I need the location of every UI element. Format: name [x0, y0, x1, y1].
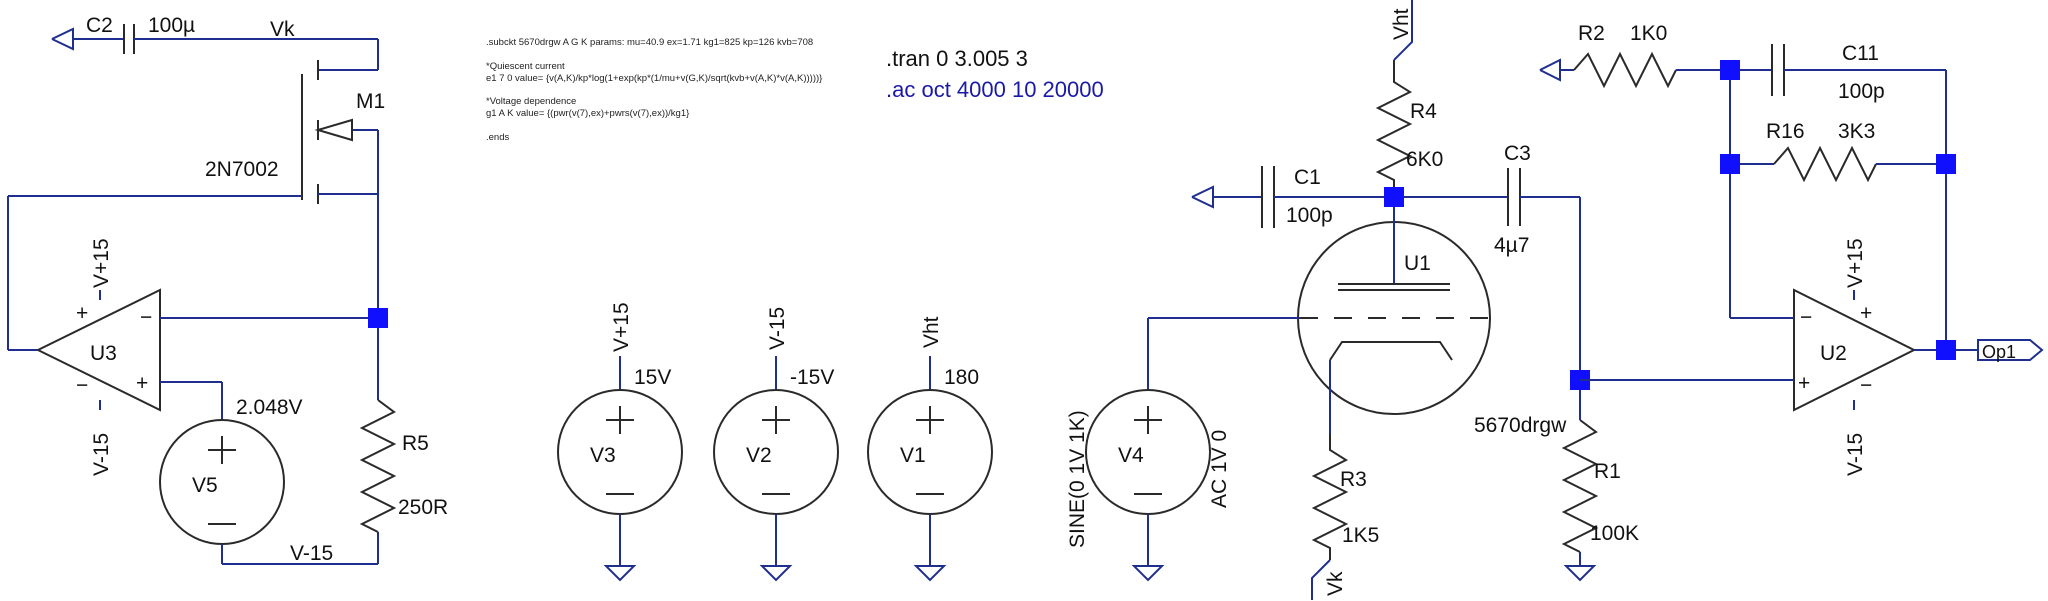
v2-source[interactable] — [713, 356, 839, 582]
v4-sine: SINE(0 1V 1K) — [1066, 410, 1089, 548]
v4-source[interactable] — [1085, 389, 1211, 582]
svg-text:+: + — [136, 372, 148, 395]
svg-text:−: − — [1800, 306, 1812, 329]
m1-label: M1 — [356, 90, 385, 113]
v4-label: V4 — [1118, 444, 1144, 467]
c2-value: 100µ — [148, 14, 195, 37]
svg-text:−: − — [76, 374, 88, 397]
c3-label: C3 — [1504, 142, 1531, 165]
svg-text:+: + — [1860, 302, 1872, 325]
g1-line: g1 A K value= {(pwr(v(7),ex)+pwrs(v(7),e… — [486, 108, 689, 119]
v1-label: V1 — [900, 444, 926, 467]
u1-model: 5670drgw — [1474, 414, 1567, 437]
r5-value: 250R — [398, 496, 448, 519]
c11-value: 100p — [1838, 80, 1885, 103]
u3-label: U3 — [90, 342, 117, 365]
subckt-line: .subckt 5670drgw A G K params: mu=40.9 e… — [486, 37, 813, 48]
v3-source[interactable] — [557, 356, 683, 582]
r4-value: 6K0 — [1406, 148, 1443, 171]
u2-vneg: V-15 — [1844, 433, 1867, 476]
v1-source[interactable] — [867, 356, 993, 582]
u1-triode[interactable] — [1147, 197, 1491, 434]
v4-ac: AC 1V 0 — [1208, 430, 1231, 508]
r4-resistor[interactable] — [1375, 0, 1413, 197]
c3-value: 4µ7 — [1494, 234, 1529, 257]
svg-text:−: − — [1860, 374, 1872, 397]
c11-capacitor[interactable] — [1730, 44, 1947, 164]
junction-plate — [1384, 187, 1404, 207]
junction-fb-mid — [1720, 154, 1740, 174]
u2-vpos: V+15 — [1844, 238, 1867, 288]
r1-value: 100K — [1590, 522, 1639, 545]
junction-r5 — [368, 308, 388, 328]
v5-source[interactable] — [159, 419, 378, 565]
r5-label: R5 — [402, 432, 429, 455]
v2-label: V2 — [746, 444, 772, 467]
v2-value: -15V — [790, 366, 834, 389]
v3-net: V+15 — [610, 302, 633, 352]
r3-label: R3 — [1340, 468, 1367, 491]
v2-net: V-15 — [766, 307, 789, 350]
r16-resistor[interactable] — [1729, 70, 1947, 350]
ac-directive[interactable]: .ac oct 4000 10 20000 — [886, 77, 1104, 102]
c2-capacitor[interactable] — [51, 24, 378, 54]
u3-vneg: V-15 — [90, 433, 113, 476]
v1-value: 180 — [944, 366, 979, 389]
junction-output — [1936, 340, 1956, 360]
c3-capacitor[interactable] — [1394, 168, 1581, 380]
comment-quiescent: *Quiescent current — [486, 61, 565, 72]
c1-capacitor[interactable] — [1191, 166, 1394, 228]
r1-label: R1 — [1594, 460, 1621, 483]
e1-line: e1 7 0 value= {v(A,K)/kp*log(1+exp(kp*(1… — [486, 73, 822, 84]
v-15-net-label: V-15 — [290, 542, 333, 565]
r16-label: R16 — [1766, 120, 1805, 143]
c1-label: C1 — [1294, 166, 1321, 189]
spice-subckt-text: .subckt 5670drgw A G K params: mu=40.9 e… — [486, 37, 822, 143]
u1-label: U1 — [1404, 252, 1431, 275]
junction-fb-top — [1720, 60, 1740, 80]
r4-label: R4 — [1410, 100, 1437, 123]
v5-value: 2.048V — [236, 396, 303, 419]
r3-resistor[interactable] — [1311, 434, 1349, 600]
r5-resistor[interactable] — [359, 318, 397, 564]
op1-label: Op1 — [1982, 342, 2016, 362]
u2-opamp[interactable]: − + + − — [1580, 288, 1978, 412]
r2-resistor[interactable] — [1539, 51, 1730, 89]
v3-label: V3 — [590, 444, 616, 467]
comment-voltage: *Voltage dependence — [486, 96, 576, 107]
r2-label: R2 — [1578, 22, 1605, 45]
op1-port[interactable] — [1977, 339, 2044, 361]
r16-value: 3K3 — [1838, 120, 1875, 143]
u3-vpos: V+15 — [90, 238, 113, 288]
c1-value: 100p — [1286, 204, 1333, 227]
v3-value: 15V — [634, 366, 671, 389]
vk-net-label: Vk — [270, 18, 295, 41]
u2-label: U2 — [1820, 342, 1847, 365]
r1-resistor[interactable] — [1561, 380, 1599, 582]
junction-fb-right — [1936, 154, 1956, 174]
m1-model: 2N7002 — [205, 158, 279, 181]
u3-opamp[interactable]: − + + − — [7, 195, 378, 420]
svg-text:+: + — [1798, 372, 1810, 395]
vht-net-label: Vht — [1390, 8, 1413, 40]
c2-label: C2 — [86, 14, 113, 37]
svg-text:−: − — [140, 306, 152, 329]
svg-text:+: + — [76, 302, 88, 325]
r2-value: 1K0 — [1630, 22, 1667, 45]
m1-mosfet[interactable] — [301, 39, 379, 318]
r3-value: 1K5 — [1342, 524, 1379, 547]
v1-net: Vht — [920, 316, 943, 348]
c11-label: C11 — [1842, 42, 1879, 65]
tran-directive[interactable]: .tran 0 3.005 3 — [886, 46, 1028, 71]
vk-net-label-2: Vk — [1324, 571, 1347, 596]
v5-label: V5 — [192, 474, 218, 497]
ends-line: .ends — [486, 132, 509, 143]
